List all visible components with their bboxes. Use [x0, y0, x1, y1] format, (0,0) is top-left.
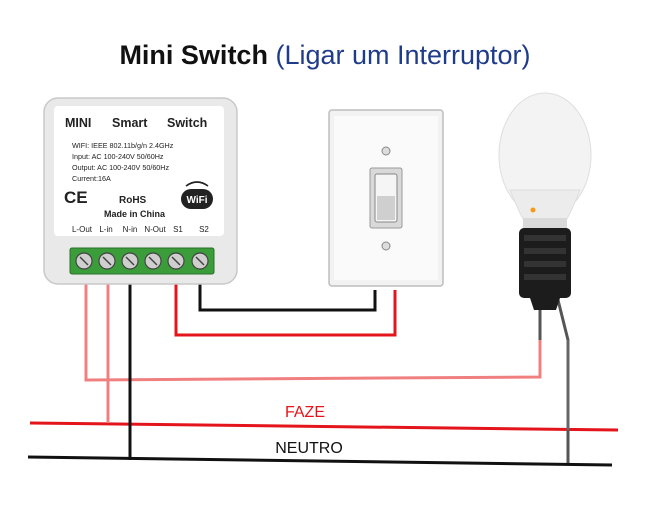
- light-bulb: [498, 92, 592, 310]
- ce-mark: CE: [64, 188, 88, 207]
- phase-line: [29, 421, 619, 432]
- title-main: Mini Switch: [119, 40, 268, 70]
- neutral-line: [27, 455, 613, 467]
- diagram-title: Mini Switch (Ligar um Interruptor): [0, 40, 650, 71]
- wall-switch-screw-top: [381, 146, 391, 156]
- wire-s1-to-switch: [174, 270, 397, 337]
- rohs-mark: RoHS: [119, 195, 147, 206]
- mini-switch-module: MINI Smart Switch WIFI: IEEE 802.11b/g/n…: [43, 97, 238, 285]
- wifi-logo-text: WiFi: [186, 195, 207, 206]
- wall-switch-screw-bottom: [381, 241, 391, 251]
- terminal-label-lin: L-in: [99, 225, 112, 234]
- module-spec-input: Input: AC 100-240V 50/60Hz: [72, 152, 164, 161]
- bulb-brand-logo: [530, 207, 536, 213]
- wall-switch: [328, 109, 444, 287]
- wire-s2-to-switch: [198, 270, 377, 312]
- module-header-mini: MINI: [65, 116, 91, 130]
- wire-lout-to-lamp: [84, 270, 542, 382]
- neutral-label: NEUTRO: [275, 440, 343, 457]
- terminal-label-nin: N-in: [123, 225, 138, 234]
- terminal-label-s2: S2: [199, 225, 209, 234]
- module-spec-wifi: WIFI: IEEE 802.11b/g/n 2.4GHz: [72, 141, 174, 150]
- module-header-smart: Smart: [112, 116, 148, 130]
- terminal-label-nout: N-Out: [144, 225, 166, 234]
- terminal-label-lout: L-Out: [72, 225, 93, 234]
- phase-label: FAZE: [285, 404, 325, 421]
- made-in-china: Made in China: [104, 209, 166, 219]
- module-spec-output: Output: AC 100-240V 50/60Hz: [72, 163, 169, 172]
- title-sub: (Ligar um Interruptor): [275, 40, 531, 70]
- wifi-logo-icon: WiFi: [181, 181, 213, 209]
- terminal-label-s1: S1: [173, 225, 183, 234]
- module-spec-current: Current:16A: [72, 174, 111, 183]
- module-header-switch: Switch: [167, 116, 207, 130]
